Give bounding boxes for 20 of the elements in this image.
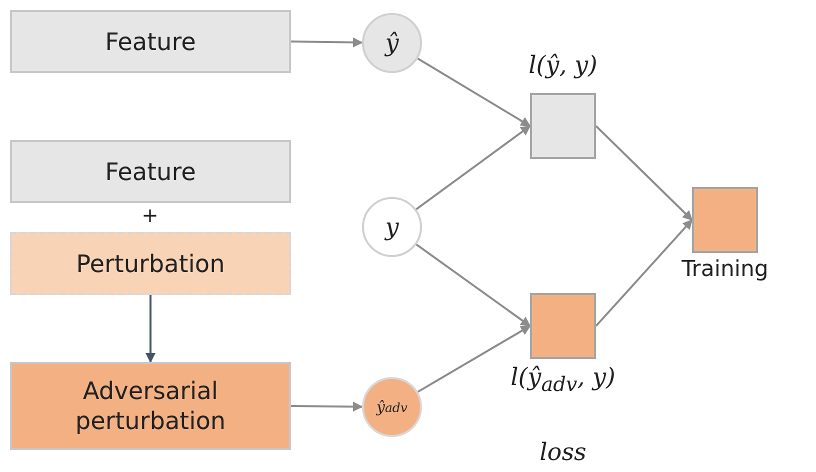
arrow [290, 402, 363, 412]
loss-formula: l(ŷ, y) [528, 51, 598, 79]
plus-sign: + [142, 203, 158, 227]
feature-box: Feature [10, 140, 291, 203]
arrow [416, 244, 531, 327]
prediction-circle: ŷ [362, 13, 422, 73]
arrow [290, 37, 363, 48]
feature-box: Feature [10, 10, 291, 73]
arrow [417, 325, 531, 393]
perturbation-box: Perturbation [10, 232, 291, 295]
loss-label: loss [540, 438, 586, 466]
arrow [416, 125, 531, 210]
loss-formula: l(ŷ$_{adv}$, y) [510, 363, 616, 396]
arrow [595, 125, 693, 221]
label-circle: y [362, 197, 422, 257]
arrow [595, 219, 693, 327]
arrow [417, 58, 531, 127]
adversarial-perturbation-box: Adversarial perturbation [10, 362, 291, 450]
node-caption: Training [682, 257, 768, 282]
arrow [146, 295, 156, 363]
